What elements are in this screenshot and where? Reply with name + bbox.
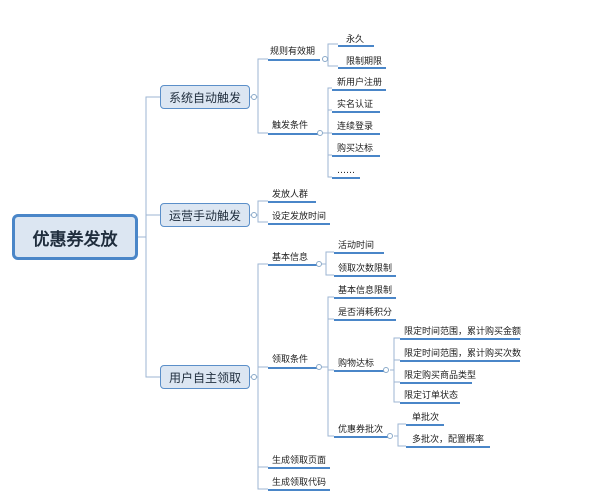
node-trigger-item[interactable]: 新用户注册 (337, 78, 383, 88)
node-underline (400, 360, 520, 362)
node-underline (268, 133, 320, 135)
node-basic-info[interactable]: 基本信息 (272, 253, 309, 263)
node-underline (332, 133, 380, 135)
node-purchase-item[interactable]: 限定时间范围，累计购买次数 (404, 349, 522, 359)
node-underline (334, 319, 396, 321)
node-purchase[interactable]: 购物达标 (338, 359, 375, 369)
node-permanent[interactable]: 永久 (346, 35, 365, 45)
node-trigger-item[interactable]: …… (337, 166, 355, 176)
node-limited[interactable]: 限制期限 (346, 57, 383, 67)
node-underline (334, 275, 396, 277)
collapse-toggle-trigger[interactable] (317, 130, 323, 136)
node-underline (332, 89, 386, 91)
node-trigger[interactable]: 触发条件 (272, 121, 309, 131)
collapse-toggle-manual[interactable] (251, 212, 257, 218)
node-schedule[interactable]: 设定发放时间 (272, 212, 327, 222)
branch-auto[interactable]: 系统自动触发 (160, 85, 250, 109)
collapse-toggle-validity[interactable] (322, 56, 328, 62)
node-underline (268, 367, 320, 369)
node-underline (334, 370, 384, 372)
branch-self[interactable]: 用户自主领取 (160, 365, 250, 389)
node-batch-single[interactable]: 单批次 (412, 413, 440, 423)
node-underline (268, 264, 320, 266)
node-underline (338, 45, 374, 47)
node-underline (268, 467, 330, 469)
node-activity-time[interactable]: 活动时间 (338, 241, 375, 251)
collapse-toggle-basic[interactable] (316, 261, 322, 267)
node-underline (400, 382, 472, 384)
branch-manual[interactable]: 运营手动触发 (160, 203, 250, 227)
node-batch-multi[interactable]: 多批次，配置概率 (412, 435, 485, 445)
node-underline (332, 177, 360, 179)
node-conditions[interactable]: 领取条件 (272, 355, 309, 365)
node-underline (334, 297, 396, 299)
root-label: 优惠券发放 (32, 229, 118, 250)
node-underline (268, 201, 316, 203)
branch-auto-label: 系统自动触发 (168, 90, 241, 105)
branch-self-label: 用户自主领取 (168, 370, 241, 385)
node-underline (332, 155, 380, 157)
node-batch[interactable]: 优惠券批次 (338, 425, 384, 435)
node-trigger-item[interactable]: 实名认证 (337, 100, 374, 110)
node-audience[interactable]: 发放人群 (272, 190, 309, 200)
node-underline (332, 111, 380, 113)
node-purchase-item[interactable]: 限定时间范围，累计购买金额 (404, 327, 522, 337)
node-underline (334, 252, 384, 254)
node-underline (338, 67, 386, 69)
node-trigger-item[interactable]: 连续登录 (337, 122, 374, 132)
root-node[interactable]: 优惠券发放 (12, 214, 138, 260)
node-claim-limit[interactable]: 领取次数限制 (338, 264, 393, 274)
collapse-toggle-auto[interactable] (251, 94, 257, 100)
branch-manual-label: 运营手动触发 (168, 208, 241, 223)
collapse-toggle-self[interactable] (251, 374, 257, 380)
node-purchase-item[interactable]: 限定购买商品类型 (404, 371, 477, 381)
collapse-toggle-purchase[interactable] (383, 367, 389, 373)
collapse-toggle-conditions[interactable] (316, 364, 322, 370)
node-underline (268, 59, 320, 61)
node-underline (400, 338, 520, 340)
node-validity[interactable]: 规则有效期 (270, 47, 316, 57)
node-gen-code[interactable]: 生成领取代码 (272, 478, 327, 488)
node-underline (268, 223, 330, 225)
collapse-toggle-batch[interactable] (387, 433, 393, 439)
node-purchase-item[interactable]: 限定订单状态 (404, 391, 459, 401)
node-gen-page[interactable]: 生成领取页面 (272, 456, 327, 466)
node-underline (268, 489, 330, 491)
node-basic-limit[interactable]: 基本信息限制 (338, 286, 393, 296)
node-underline (334, 436, 388, 438)
node-underline (400, 402, 460, 404)
node-underline (406, 446, 490, 448)
node-underline (406, 424, 444, 426)
node-trigger-item[interactable]: 购买达标 (337, 144, 374, 154)
node-points[interactable]: 是否消耗积分 (338, 308, 393, 318)
